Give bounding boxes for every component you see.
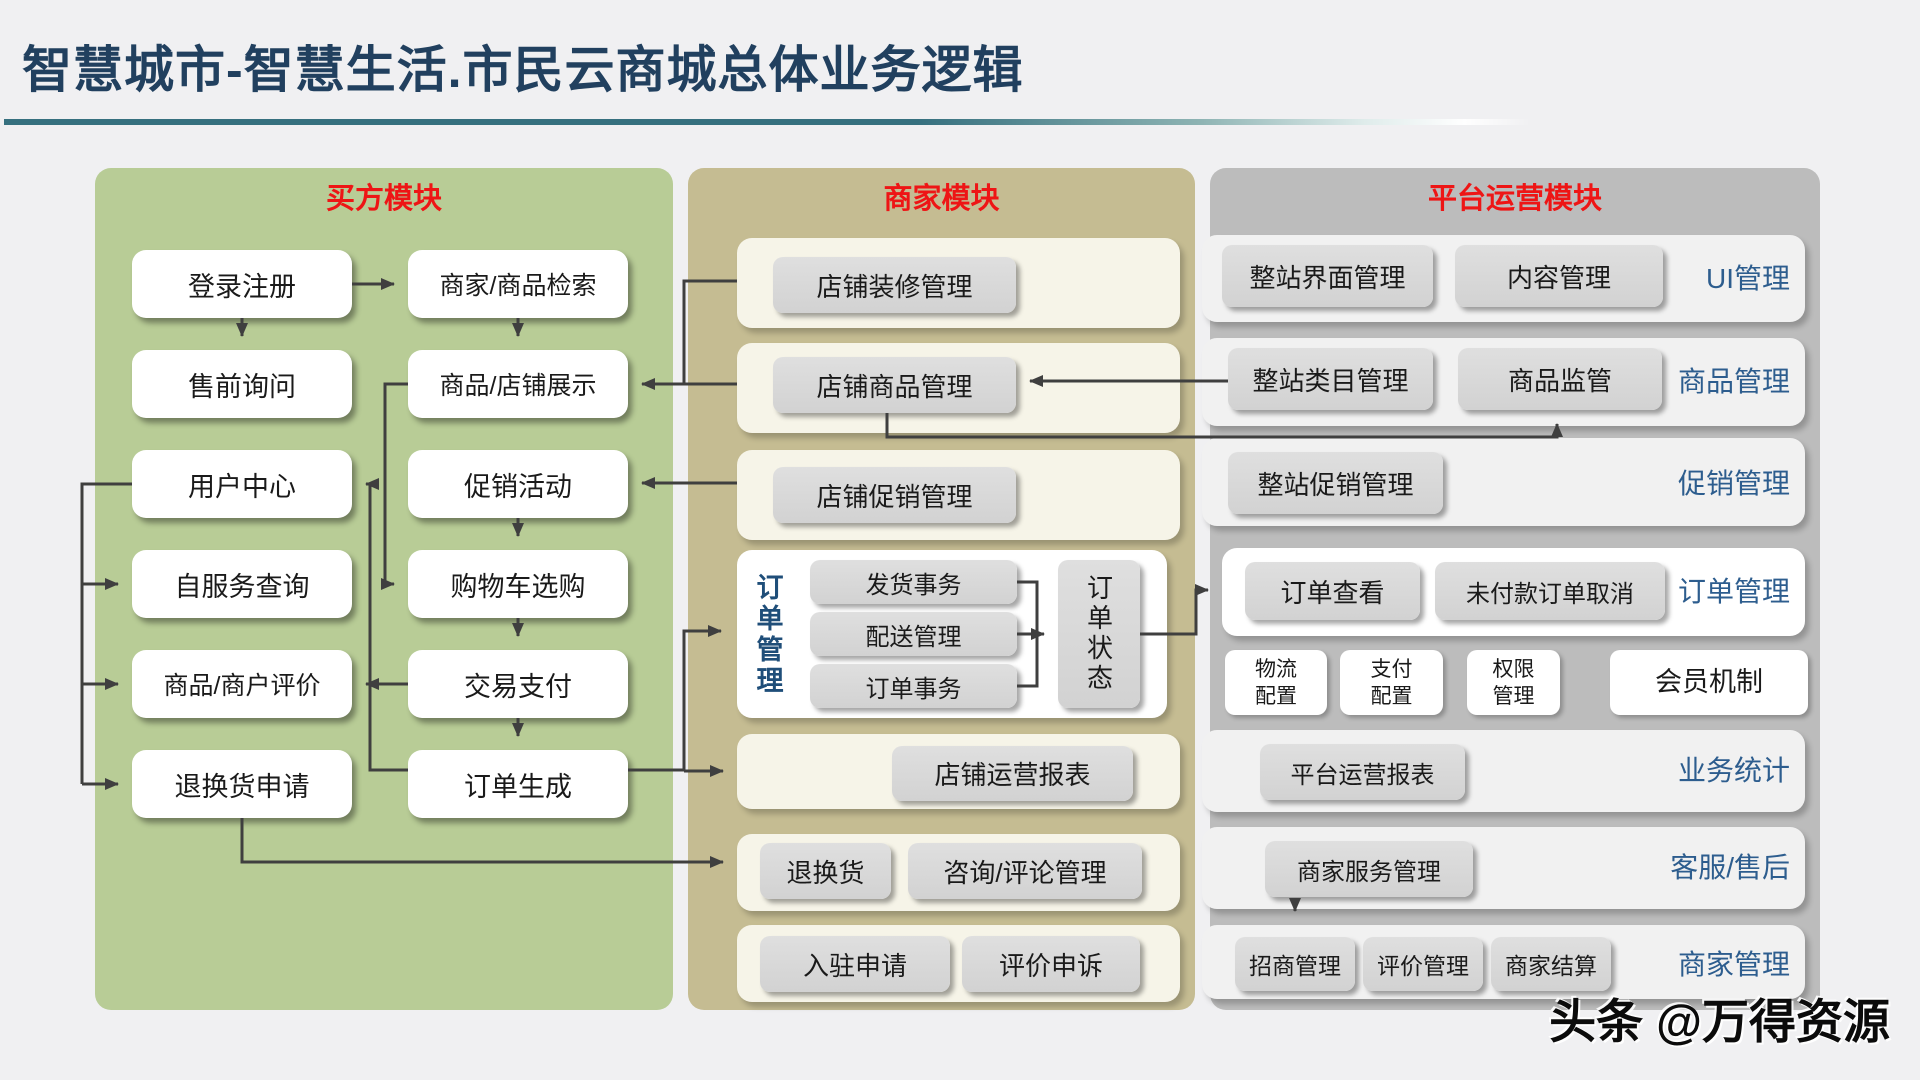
node-shop-product-mgmt: 店铺商品管理 (773, 357, 1016, 413)
label-business-statistics: 业务统计 (1677, 755, 1790, 786)
title-underline-rule (4, 119, 1664, 125)
node-order-tasks: 订单事务 (810, 664, 1017, 708)
node-unpaid-order-cancel: 未付款订单取消 (1435, 562, 1665, 620)
label-promotion-management: 促销管理 (1677, 468, 1790, 499)
node-product-shop-display: 商品/店铺展示 (408, 350, 628, 418)
node-login-register: 登录注册 (132, 250, 352, 318)
node-cart-shopping: 购物车选购 (408, 550, 628, 618)
buyer-module-title: 买方模块 (325, 183, 442, 215)
node-order-view: 订单查看 (1245, 562, 1420, 620)
node-review-appeal: 评价申诉 (962, 936, 1140, 992)
node-content-mgmt: 内容管理 (1455, 245, 1663, 307)
node-shipping-tasks: 发货事务 (810, 560, 1017, 604)
node-merchant-service-mgmt: 商家服务管理 (1265, 841, 1473, 897)
node-entry-application: 入驻申请 (760, 936, 950, 992)
order-group-side-label: 订单管理 (752, 573, 783, 697)
label-customer-service: 客服/售后 (1670, 852, 1790, 883)
node-return-request: 退换货申请 (132, 750, 352, 818)
node-shop-decoration-mgmt: 店铺装修管理 (773, 257, 1016, 313)
node-merchant-settlement: 商家结算 (1491, 937, 1611, 991)
node-delivery-mgmt: 配送管理 (810, 612, 1017, 656)
node-merchant-product-search: 商家/商品检索 (408, 250, 628, 318)
node-transaction-payment: 交易支付 (408, 650, 628, 718)
label-merchant-management: 商家管理 (1677, 949, 1790, 980)
node-shop-promotion-mgmt: 店铺促销管理 (773, 467, 1016, 523)
node-product-supervision: 商品监管 (1458, 348, 1662, 410)
node-site-category-mgmt: 整站类目管理 (1228, 348, 1433, 410)
node-promotion-activity: 促销活动 (408, 450, 628, 518)
node-site-ui-mgmt: 整站界面管理 (1222, 245, 1433, 307)
node-permission-mgmt: 权限管理 (1467, 650, 1560, 715)
node-user-center: 用户中心 (132, 450, 352, 518)
node-investment-mgmt: 招商管理 (1235, 937, 1355, 991)
node-returns: 退换货 (760, 843, 891, 899)
node-presale-inquiry: 售前询问 (132, 350, 352, 418)
node-product-merchant-review: 商品/商户评价 (132, 650, 352, 718)
node-selfservice-query: 自服务查询 (132, 550, 352, 618)
node-order-status: 订单状态 (1058, 560, 1140, 708)
platform-module-title: 平台运营模块 (1427, 183, 1602, 215)
node-platform-operation-report: 平台运营报表 (1260, 744, 1465, 800)
label-ui-management: UI管理 (1705, 263, 1790, 294)
merchant-module-title: 商家模块 (883, 183, 1000, 215)
permission-mgmt-label: 权限管理 (1492, 657, 1535, 708)
node-order-generation: 订单生成 (408, 750, 628, 818)
logistics-config-label: 物流配置 (1255, 657, 1297, 708)
label-order-management: 订单管理 (1677, 576, 1790, 607)
node-payment-config: 支付配置 (1340, 650, 1443, 715)
node-review-mgmt: 评价管理 (1363, 937, 1483, 991)
node-site-promotion-mgmt: 整站促销管理 (1228, 452, 1443, 514)
node-logistics-config: 物流配置 (1225, 650, 1327, 715)
watermark-text: 头条 @万得资源 (1549, 995, 1890, 1048)
payment-config-label: 支付配置 (1370, 657, 1413, 708)
node-member-mechanism: 会员机制 (1610, 650, 1808, 715)
node-shop-operation-report: 店铺运营报表 (892, 746, 1133, 801)
page-title: 智慧城市-智慧生活.市民云商城总体业务逻辑 (22, 42, 1024, 98)
node-inquiry-comment-mgmt: 咨询/评论管理 (908, 843, 1142, 899)
label-product-management: 商品管理 (1677, 366, 1790, 397)
